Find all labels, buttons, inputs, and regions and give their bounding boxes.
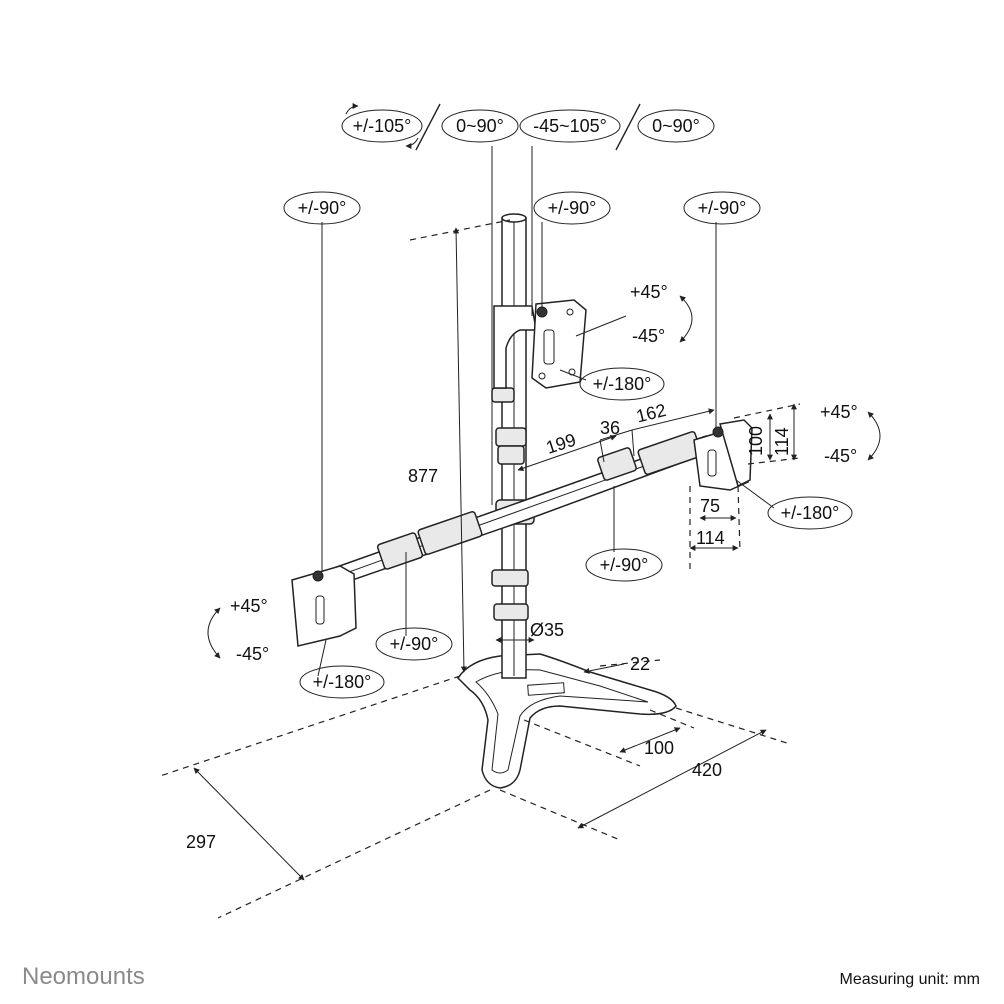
angle-badge-top-4: 0~90° — [637, 109, 715, 143]
vesa-75-w-value: 75 — [700, 496, 720, 516]
base-420-ext-a — [675, 707, 791, 745]
angle-top-3-label: -45~105° — [533, 116, 607, 136]
angle-left-tilt: +45° -45° — [207, 596, 269, 664]
base-22-line — [583, 663, 625, 674]
right-monitor-bracket — [693, 419, 753, 491]
angle-badge-right-arm-swivel: +/-90° — [585, 548, 663, 582]
right-tilt-down-label: -45° — [824, 446, 857, 466]
angle-badge-top-3: -45~105° — [519, 109, 621, 143]
angle-center-tilt: +45° -45° — [630, 282, 693, 346]
angle-badge-top-2: 0~90° — [441, 109, 519, 143]
angle-badge-center-rotate: +/-180° — [579, 367, 665, 401]
left-tilt-down-label: -45° — [236, 644, 269, 664]
center-tilt-up-label: +45° — [630, 282, 668, 302]
vesa-ext-top — [733, 403, 801, 419]
vesa-ext-right — [737, 485, 741, 553]
angle-center-swivel-label: +/-90° — [548, 198, 597, 218]
dim-36-ext-a — [599, 439, 605, 463]
right-rotate-label: +/-180° — [781, 503, 840, 523]
base-100-ext-a — [523, 719, 641, 767]
right-tilt-up-label: +45° — [820, 402, 858, 422]
leader-left-rotate — [317, 639, 327, 677]
angle-badge-left-rotate: +/-180° — [299, 665, 385, 699]
angle-top-2-label: 0~90° — [456, 116, 504, 136]
dim-36-line — [599, 429, 633, 441]
base-297-ext-b — [217, 789, 491, 919]
center-rotate-label: +/-180° — [593, 374, 652, 394]
center-tilt-down-label: -45° — [632, 326, 665, 346]
leader-right-rotate — [735, 479, 775, 509]
angle-top-1-label: +/-105° — [353, 116, 412, 136]
arm-199-value: 199 — [544, 430, 579, 458]
divider-1 — [415, 103, 441, 151]
base-100-ext-b — [649, 709, 695, 729]
base-297-value: 297 — [186, 832, 216, 852]
angle-top-4-label: 0~90° — [652, 116, 700, 136]
left-rotate-label: +/-180° — [313, 672, 372, 692]
right-arm-swivel-label: +/-90° — [600, 555, 649, 575]
angle-right-swivel-label: +/-90° — [698, 198, 747, 218]
divider-2 — [615, 103, 641, 151]
base-297-line — [193, 767, 305, 881]
base-plate — [457, 653, 677, 789]
angle-badge-left-swivel: +/-90° — [283, 191, 361, 225]
arm-36-value: 36 — [600, 418, 620, 438]
vesa-114-w-value: 114 — [696, 528, 725, 548]
base-100-value: 100 — [644, 738, 674, 758]
height-dimension-line — [453, 227, 467, 673]
angle-right-tilt: +45° -45° — [820, 402, 881, 466]
base-297-ext-a — [159, 675, 461, 777]
angle-badge-top-1: +/-105° — [341, 103, 423, 149]
angle-badge-center-swivel: +/-90° — [533, 191, 611, 225]
vesa-ext-bottom — [747, 457, 801, 465]
measuring-unit: Measuring unit: mm — [840, 971, 981, 988]
pole-diameter-value: Ø35 — [530, 620, 564, 640]
dim-36-ext-b — [631, 429, 635, 457]
left-monitor-bracket — [291, 565, 357, 647]
angle-left-swivel-label: +/-90° — [298, 198, 347, 218]
brand-logo: Neomounts — [22, 963, 145, 990]
height-value: 877 — [408, 466, 438, 486]
left-tilt-up-label: +45° — [230, 596, 268, 616]
angle-badge-left-arm-swivel: +/-90° — [375, 627, 453, 661]
left-arm-swivel-label: +/-90° — [390, 634, 439, 654]
center-monitor-bracket — [493, 299, 587, 389]
angle-badge-right-swivel: +/-90° — [683, 191, 761, 225]
base-420-value: 420 — [692, 760, 722, 780]
leader-center-rotate — [559, 369, 587, 381]
height-ext-top — [409, 219, 511, 241]
leader-center-tilt — [575, 315, 627, 337]
vesa-114-h-value: 114 — [772, 427, 792, 456]
dim-162-line — [631, 408, 715, 431]
base-420-line — [577, 729, 767, 829]
dim-199-line — [517, 434, 617, 472]
base-22-value: 22 — [630, 654, 650, 674]
vesa-100-h-value: 100 — [746, 426, 766, 456]
angle-badge-right-rotate: +/-180° — [767, 496, 853, 530]
